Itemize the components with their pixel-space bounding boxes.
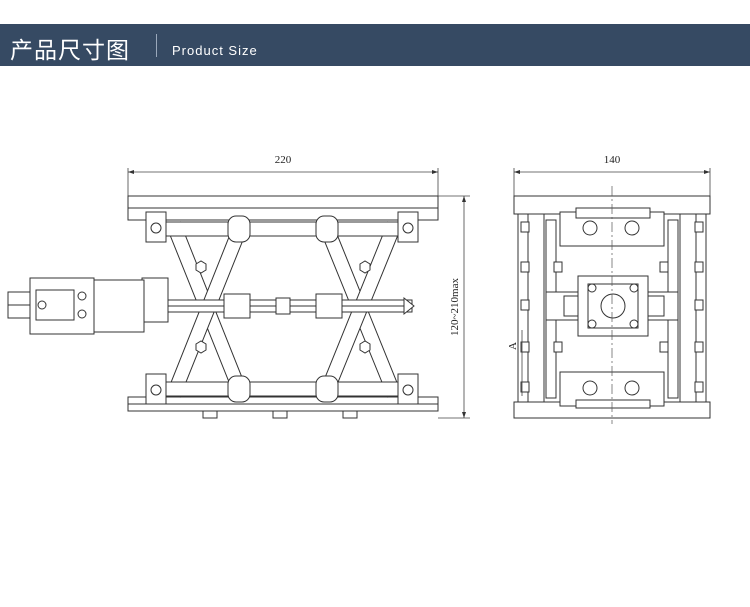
title-divider [156,34,157,57]
page-subtitle: Product Size [172,43,258,58]
header-bar: 产品尺寸图 Product Size [0,24,750,66]
front-view-drawing: 220 [7,154,470,419]
front-width-label: 220 [275,154,292,166]
page-title: 产品尺寸图 [10,38,130,64]
side-view-drawing: 140 [507,154,711,424]
height-range-label: 120~210max [449,278,461,336]
side-width-label: 140 [604,154,621,166]
section-mark-label: A [507,342,519,350]
